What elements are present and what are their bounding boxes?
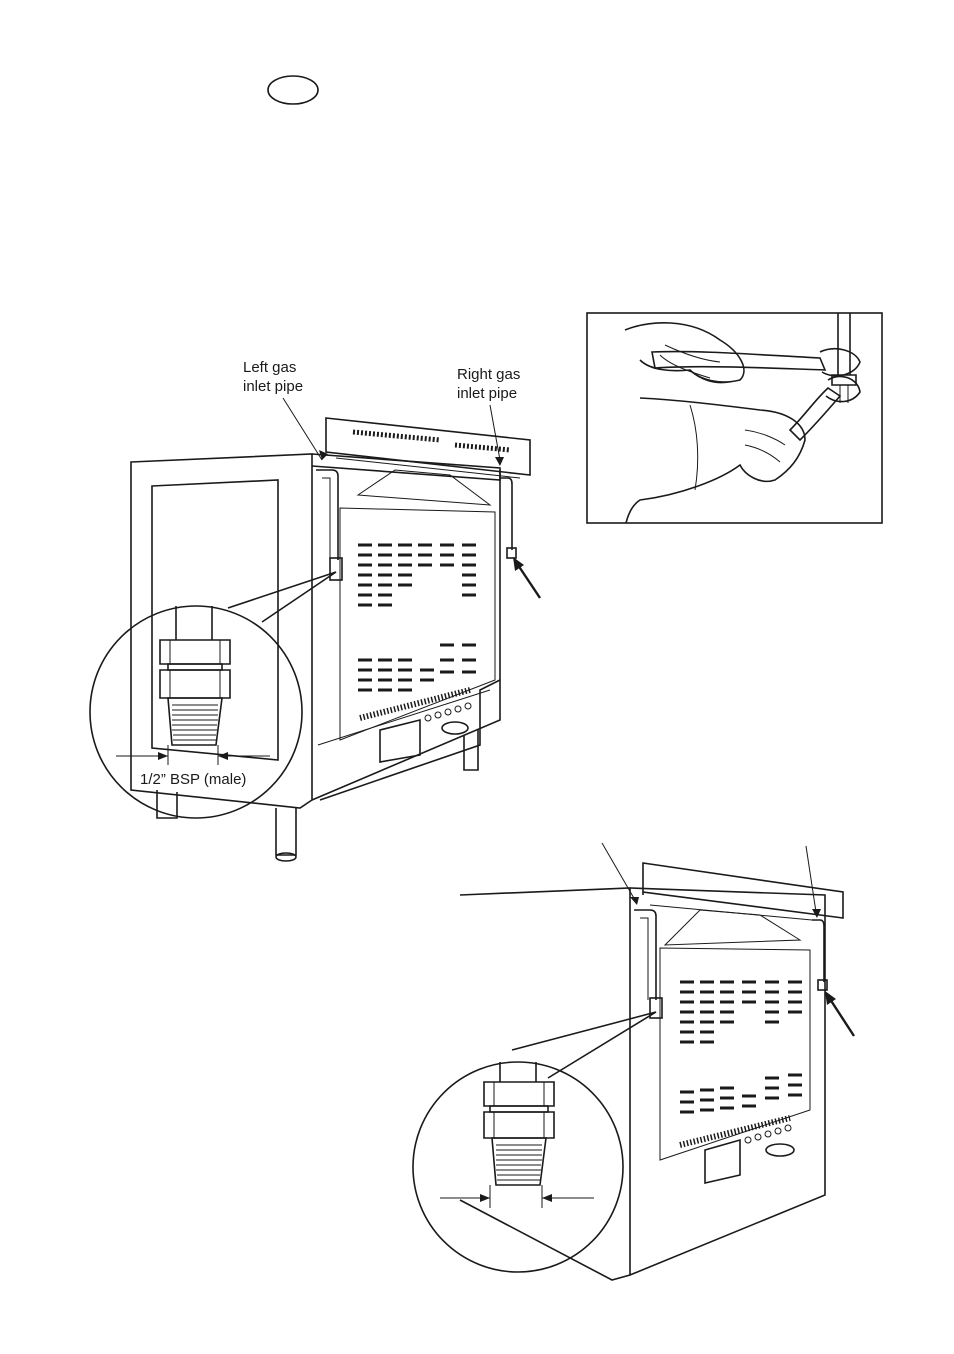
cooker-top-illustration (131, 398, 540, 861)
right-gas-inlet-label-line1: Right gas (457, 365, 520, 384)
wrench-inset (587, 313, 882, 523)
bsp-male-label: 1/2” BSP (male) (140, 770, 246, 789)
left-gas-inlet-label-line1: Left gas (243, 358, 303, 377)
country-marker-oval (268, 76, 318, 104)
right-gas-inlet-label: Right gas inlet pipe (457, 365, 520, 403)
fitting-detail-bottom (413, 1012, 656, 1272)
right-gas-inlet-label-line2: inlet pipe (457, 384, 520, 403)
left-gas-inlet-label-line2: inlet pipe (243, 377, 303, 396)
left-gas-inlet-label: Left gas inlet pipe (243, 358, 303, 396)
